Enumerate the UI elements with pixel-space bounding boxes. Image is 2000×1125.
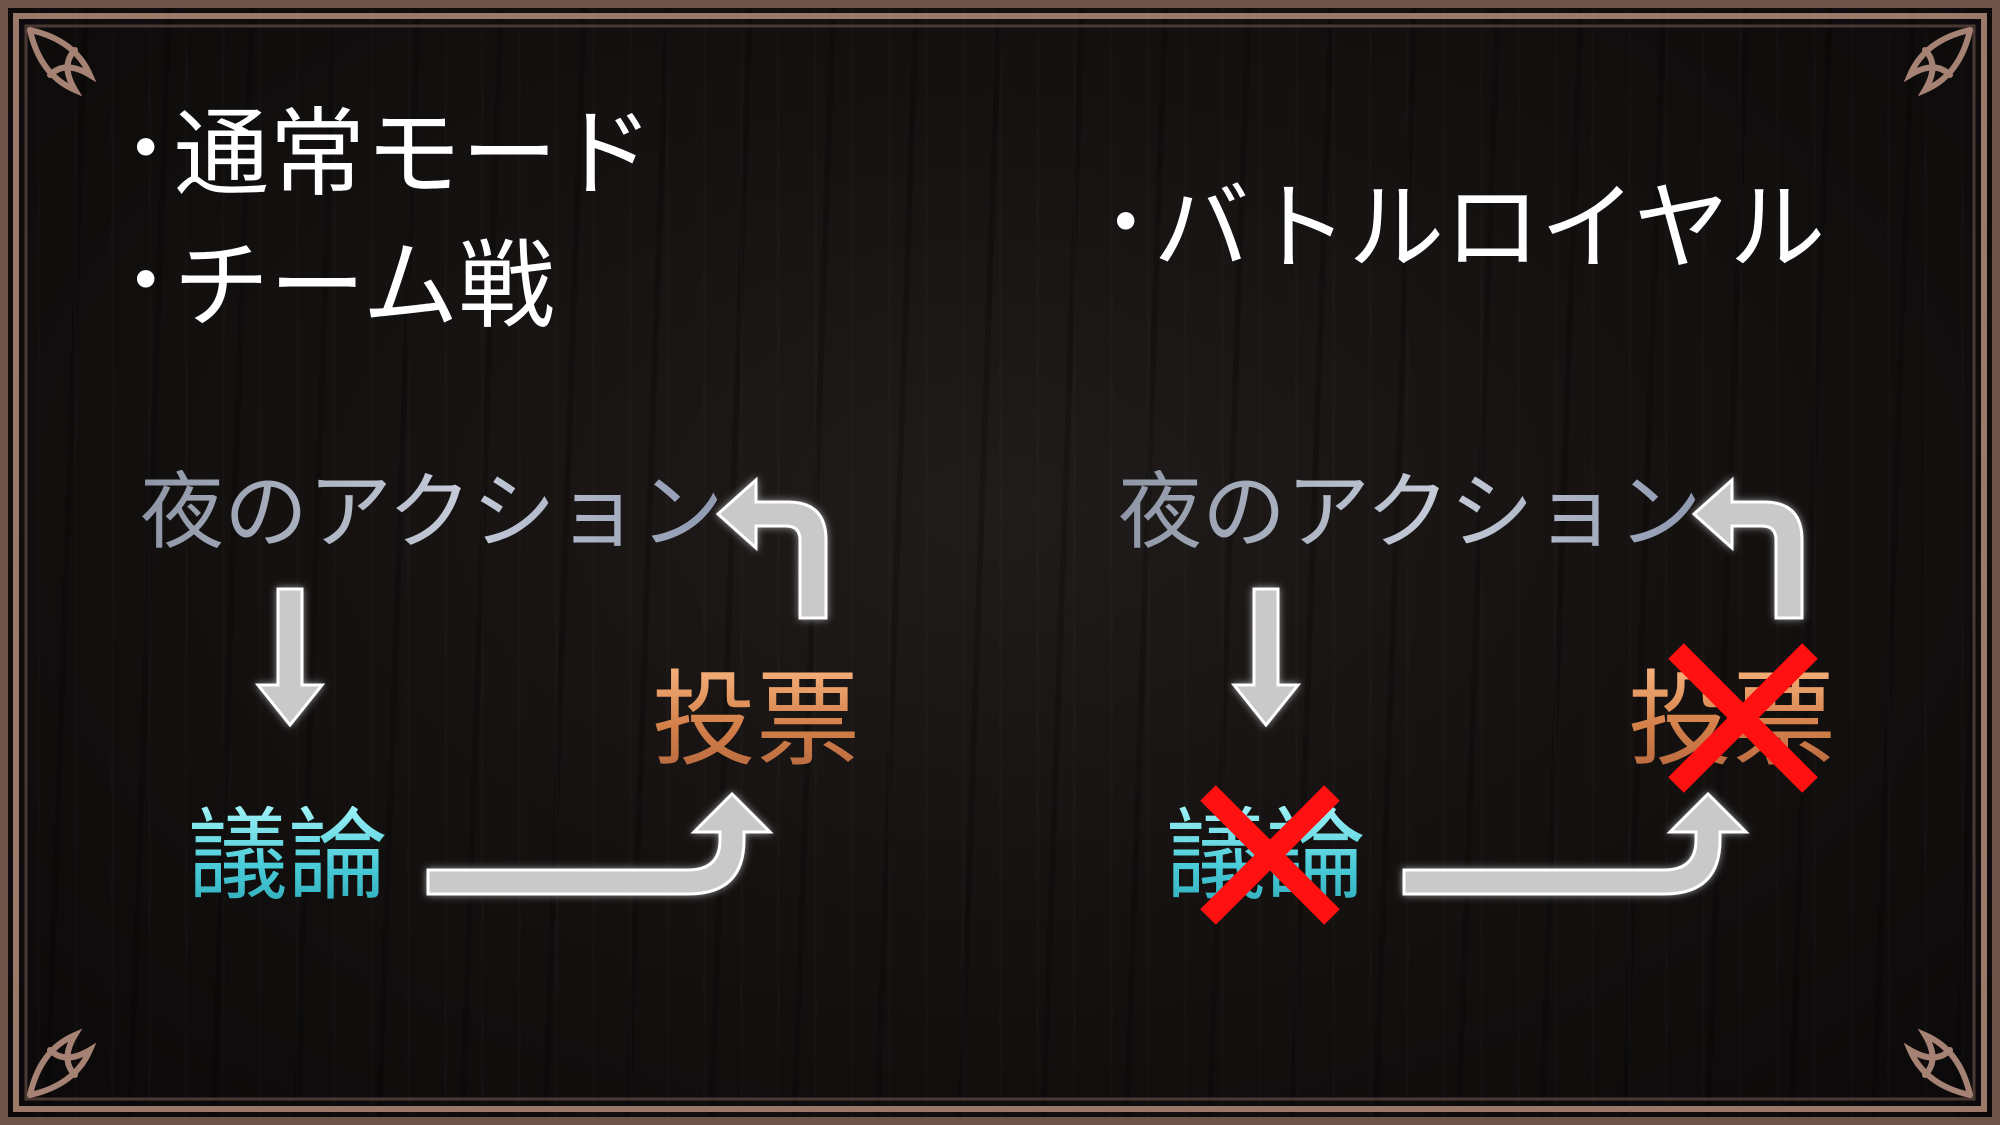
bullet-label: チーム戦 (173, 230, 555, 342)
right-night-action: 夜のアクション (1118, 463, 1702, 561)
left-discussion: 議論 (188, 797, 388, 914)
left-right-up-arrow-icon (426, 791, 774, 896)
bullet-glyph: • (128, 114, 164, 184)
bullet-label: 通常モード (173, 98, 654, 210)
left-up-left-arrow-icon (715, 476, 828, 620)
left-vote: 投票 (652, 659, 861, 781)
bullet-normal-mode: •通常モード (128, 106, 653, 202)
cross-out-discussion-icon (1200, 785, 1340, 925)
left-night-action: 夜のアクション (140, 463, 724, 561)
bullet-glyph: • (128, 246, 164, 316)
right-right-up-arrow-icon (1402, 791, 1750, 896)
bullet-glyph: • (1108, 188, 1144, 258)
cross-out-vote-icon (1668, 643, 1818, 793)
bullet-team-battle: •チーム戦 (128, 238, 555, 334)
right-down-arrow-icon (1230, 587, 1302, 728)
bullet-label: バトルロイヤル (1153, 172, 1826, 284)
bullet-battle-royale: •バトルロイヤル (1108, 180, 1825, 276)
left-down-arrow-icon (254, 587, 326, 728)
right-up-left-arrow-icon (1691, 476, 1804, 620)
